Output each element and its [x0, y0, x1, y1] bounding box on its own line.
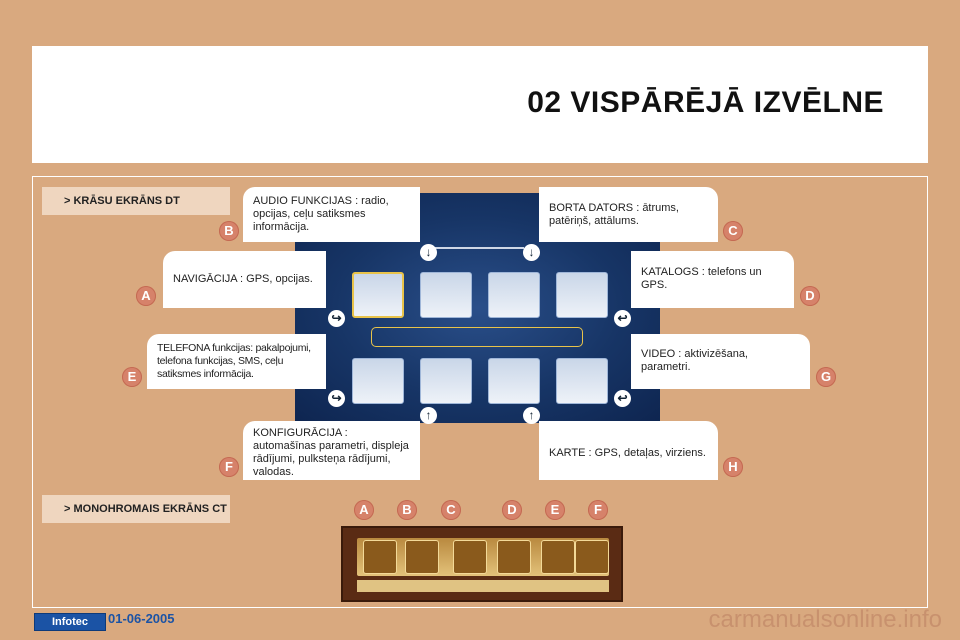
arrow-down-icon: ↓ — [420, 244, 437, 261]
callout-navigation: NAVIGĀCIJA : GPS, opcijas. — [163, 251, 326, 308]
mono-badge-e: E — [545, 500, 565, 520]
badge-b: B — [219, 221, 239, 241]
badge-d: D — [800, 286, 820, 306]
video-icon[interactable] — [556, 358, 608, 404]
content-frame — [32, 176, 928, 608]
mono-display — [341, 526, 623, 602]
connector-line — [428, 247, 524, 249]
mono-fuel-icon[interactable] — [453, 540, 487, 574]
callout-directory: KATALOGS : telefons un GPS. — [631, 251, 794, 308]
mono-badge-b: B — [397, 500, 417, 520]
arrow-right-icon: ↪ — [328, 390, 345, 407]
arrow-left-icon: ↩ — [614, 310, 631, 327]
mono-badge-d: D — [502, 500, 522, 520]
callout-trip-computer: BORTA DATORS : ātrums, patēriņš, attālum… — [539, 187, 718, 242]
mono-badge-c: C — [441, 500, 461, 520]
mono-phone-icon[interactable] — [541, 540, 575, 574]
arrow-up-icon: ↑ — [523, 407, 540, 424]
badge-c: C — [723, 221, 743, 241]
badge-a: A — [136, 286, 156, 306]
callout-configuration: KONFIGURĀCIJA : automašīnas parametri, d… — [243, 421, 420, 480]
badge-f: F — [219, 457, 239, 477]
mono-settings-icon[interactable] — [575, 540, 609, 574]
arrow-left-icon: ↩ — [614, 390, 631, 407]
mono-bar — [357, 580, 609, 592]
mono-audio-icon[interactable] — [405, 540, 439, 574]
settings-icon[interactable] — [420, 358, 472, 404]
laptop-icon[interactable] — [488, 272, 540, 318]
mono-directory-icon[interactable] — [497, 540, 531, 574]
mono-navigation-icon[interactable] — [363, 540, 397, 574]
section-mono-screen: > MONOHROMAIS EKRĀNS CT — [42, 495, 230, 523]
selection-bar — [371, 327, 583, 347]
page-title: 02 VISPĀRĒJĀ IZVĒLNE — [527, 86, 884, 119]
infotec-logo: Infotec — [34, 613, 106, 631]
mono-badge-a: A — [354, 500, 374, 520]
badge-e: E — [122, 367, 142, 387]
phone-icon[interactable] — [352, 358, 404, 404]
title-banner: 02 VISPĀRĒJĀ IZVĒLNE — [32, 46, 928, 163]
arrow-down-icon: ↓ — [523, 244, 540, 261]
callout-video: VIDEO : aktivizēšana, parametri. — [631, 334, 810, 389]
directory-icon[interactable] — [556, 272, 608, 318]
watermark: carmanualsonline.info — [708, 606, 942, 633]
navigation-icon[interactable] — [352, 272, 404, 318]
badge-g: G — [816, 367, 836, 387]
callout-telephone: TELEFONA funkcijas: pakalpojumi, telefon… — [147, 334, 326, 389]
arrow-up-icon: ↑ — [420, 407, 437, 424]
footer-date: 01-06-2005 — [108, 611, 175, 626]
mono-icon-strip — [357, 538, 609, 576]
map-icon[interactable] — [488, 358, 540, 404]
callout-audio: AUDIO FUNKCIJAS : radio, opcijas, ceļu s… — [243, 187, 420, 242]
arrow-right-icon: ↪ — [328, 310, 345, 327]
mono-badge-f: F — [588, 500, 608, 520]
display-screen — [295, 193, 660, 423]
callout-map: KARTE : GPS, detaļas, virziens. — [539, 421, 718, 480]
audio-icon[interactable] — [420, 272, 472, 318]
badge-h: H — [723, 457, 743, 477]
section-color-screen: > KRĀSU EKRĀNS DT — [42, 187, 230, 215]
